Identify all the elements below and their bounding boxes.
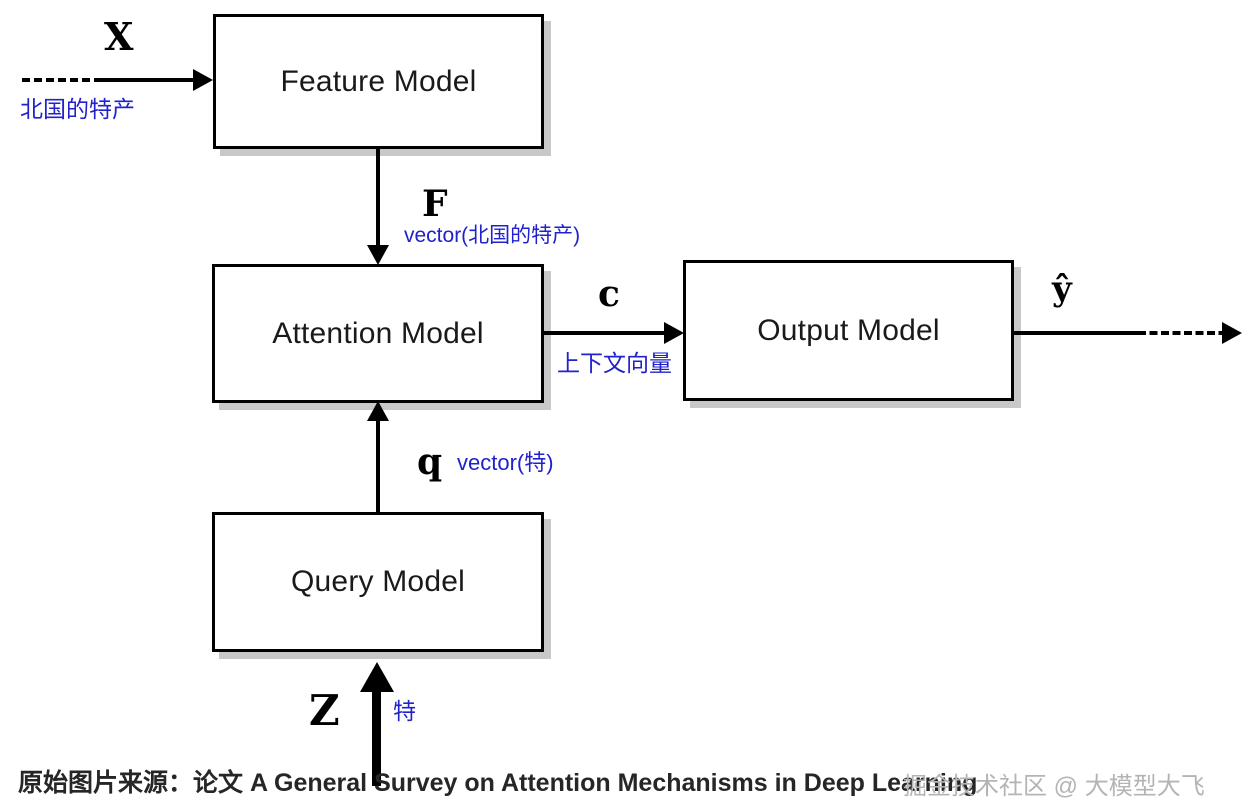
symbol-f: F <box>422 183 448 225</box>
feature-to-attention-arrowhead-icon <box>367 245 389 265</box>
node-feature-model[interactable]: Feature Model <box>213 14 544 149</box>
z-input-arrowhead-icon <box>360 662 394 692</box>
node-attention-model-label: Attention Model <box>272 316 484 350</box>
input-dashed-segment <box>22 78 102 82</box>
feature-to-attention-line <box>376 149 380 247</box>
input-arrowhead-icon <box>193 69 213 91</box>
input-solid-segment <box>100 78 195 82</box>
query-to-attention-arrowhead-icon <box>367 401 389 421</box>
annotation-f: vector(北国的特产) <box>404 224 581 247</box>
query-to-attention-line <box>376 420 380 515</box>
symbol-y-hat: ŷ <box>1052 269 1072 309</box>
node-attention-model[interactable]: Attention Model <box>212 264 544 403</box>
attention-to-output-arrowhead-icon <box>664 322 684 344</box>
source-caption: 原始图片来源：论文 A General Survey on Attention … <box>18 769 978 797</box>
annotation-q: vector(特) <box>457 450 554 475</box>
output-arrowhead-icon <box>1222 322 1242 344</box>
node-feature-model-label: Feature Model <box>280 64 477 98</box>
node-query-model[interactable]: Query Model <box>212 512 544 652</box>
output-solid-segment <box>1014 331 1144 335</box>
symbol-x: X <box>104 14 134 59</box>
node-output-model-label: Output Model <box>757 313 940 347</box>
node-query-model-label: Query Model <box>291 565 465 598</box>
output-dashed-segment <box>1138 331 1238 335</box>
z-input-line <box>372 690 381 786</box>
attention-to-output-line <box>544 331 669 335</box>
symbol-z: Z <box>309 686 340 735</box>
annotation-c: 上下文向量 <box>557 350 672 376</box>
annotation-z: 特 <box>393 698 416 724</box>
node-output-model[interactable]: Output Model <box>683 260 1014 401</box>
symbol-q: q <box>417 441 443 483</box>
annotation-x: 北国的特产 <box>20 96 135 122</box>
symbol-c: c <box>598 273 620 315</box>
